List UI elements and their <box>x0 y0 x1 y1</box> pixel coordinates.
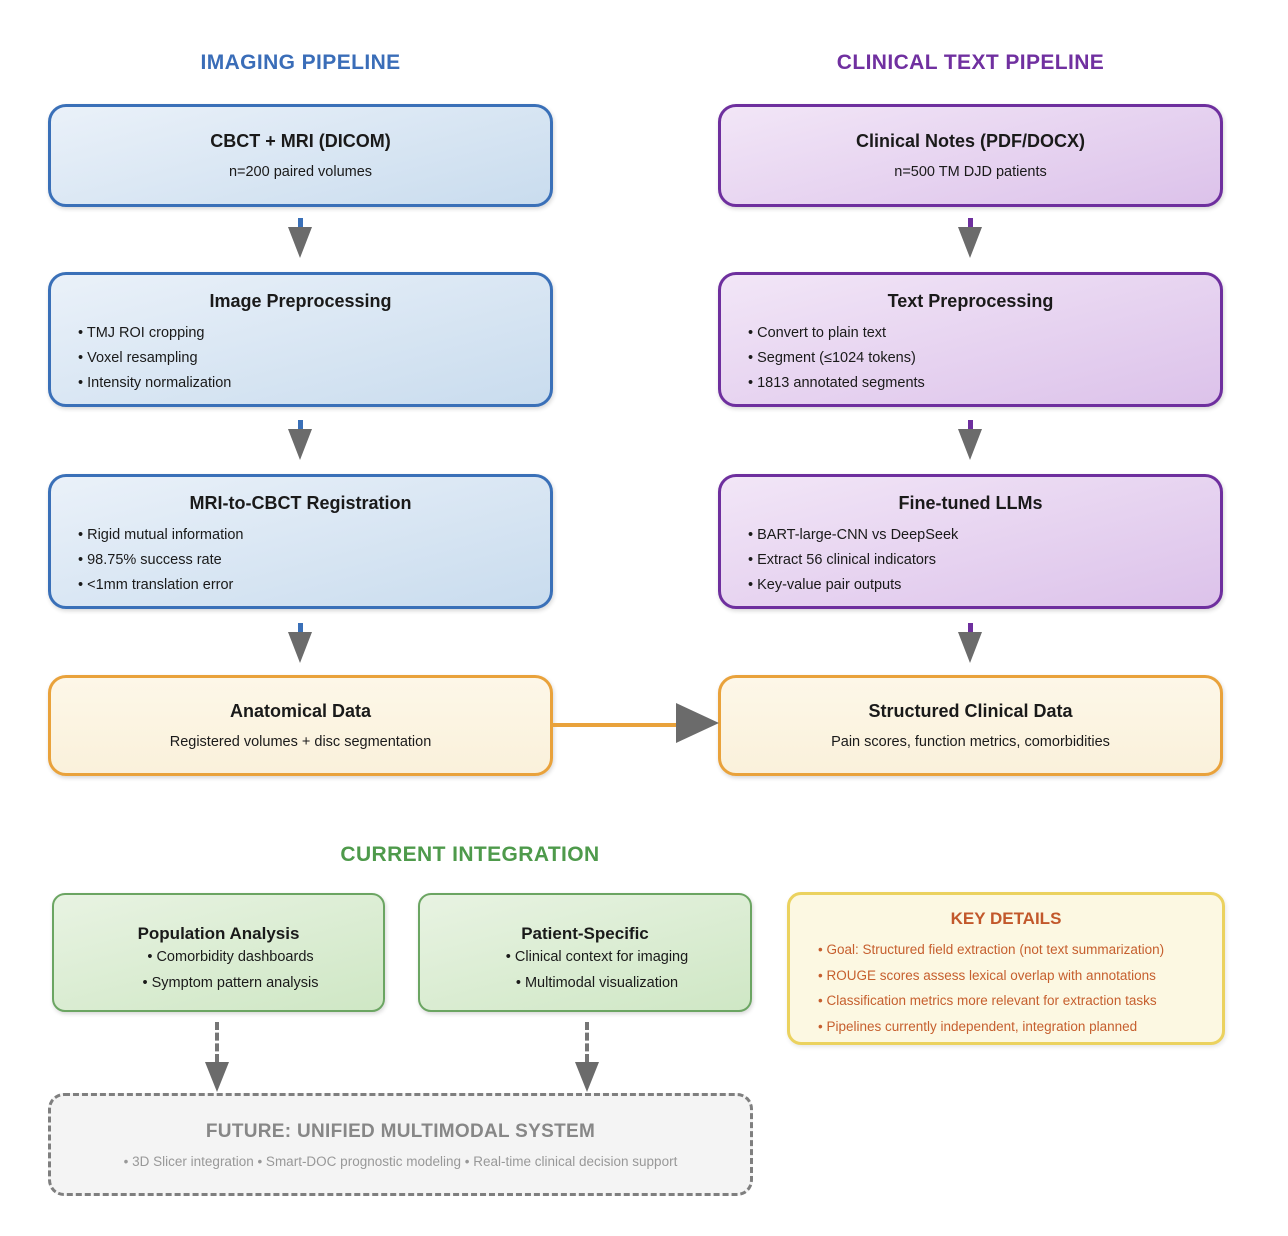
bullet-item: • 98.75% success rate <box>78 552 222 568</box>
imaging-flow-arrow-1 <box>288 218 312 258</box>
future-title: FUTURE: UNIFIED MULTIMODAL SYSTEM <box>205 1120 596 1142</box>
bullet-item: • Intensity normalization <box>78 375 232 391</box>
population-analysis-box: Population Analysis • Comorbidity dashbo… <box>52 893 385 1012</box>
bullet-item: • TMJ ROI cropping <box>78 325 205 341</box>
registration-box: MRI-to-CBCT Registration • Rigid mutual … <box>48 474 553 609</box>
arrow-stub <box>297 218 303 227</box>
bullet-item: • Pipelines currently independent, integ… <box>818 1018 1138 1034</box>
dashed-line <box>585 1022 589 1062</box>
bullet-item: • Extract 56 clinical indicators <box>748 552 937 568</box>
bullet-item: • ROUGE scores assess lexical overlap wi… <box>818 967 1156 983</box>
bullet-item: • Clinical context for imaging <box>505 949 689 965</box>
bullet-item: • Goal: Structured field extraction (not… <box>818 942 1165 957</box>
box-title: Fine-tuned LLMs <box>898 493 1043 513</box>
box-subtitle: n=500 TM DJD patients <box>894 164 1047 180</box>
right-arrow-icon <box>676 703 719 743</box>
down-arrow-icon <box>288 429 312 460</box>
clinical-flow-arrow-2 <box>958 420 982 460</box>
imaging-flow-arrow-2 <box>288 420 312 460</box>
imaging-pipeline-header: IMAGING PIPELINE <box>200 51 401 74</box>
data-link-line <box>553 723 679 727</box>
down-arrow-icon <box>958 632 982 663</box>
bullet-item: • 1813 annotated segments <box>748 375 925 391</box>
box-title: Structured Clinical Data <box>868 701 1073 721</box>
box-title: Patient-Specific <box>521 924 649 943</box>
box-title: Text Preprocessing <box>887 291 1054 311</box>
box-title: CBCT + MRI (DICOM) <box>210 131 391 151</box>
bullet-item: • Segment (≤1024 tokens) <box>748 350 916 366</box>
key-details-title: KEY DETAILS <box>950 909 1062 928</box>
clinical-notes-input-box: Clinical Notes (PDF/DOCX) n=500 TM DJD p… <box>718 104 1223 207</box>
box-title: MRI-to-CBCT Registration <box>189 493 412 513</box>
box-title: Population Analysis <box>137 924 300 943</box>
future-system-box: FUTURE: UNIFIED MULTIMODAL SYSTEM • 3D S… <box>48 1093 753 1196</box>
clinical-flow-arrow-1 <box>958 218 982 258</box>
arrow-stub <box>967 420 973 429</box>
bullet-item: • Comorbidity dashboards <box>147 949 314 965</box>
arrow-stub <box>297 623 303 632</box>
bullet-item: • Key-value pair outputs <box>748 577 902 593</box>
box-subtitle: n=200 paired volumes <box>228 164 373 180</box>
bullet-item: • BART-large-CNN vs DeepSeek <box>748 527 959 543</box>
bullet-item: • Voxel resampling <box>78 350 198 366</box>
box-title: Image Preprocessing <box>209 291 392 311</box>
bullet-item: • Convert to plain text <box>748 325 887 341</box>
clinical-pipeline-header: CLINICAL TEXT PIPELINE <box>836 51 1105 74</box>
box-title: Anatomical Data <box>229 701 372 721</box>
current-integration-header: CURRENT INTEGRATION <box>340 843 600 866</box>
bullet-item: • Classification metrics more relevant f… <box>818 993 1157 1008</box>
patient-specific-box: Patient-Specific • Clinical context for … <box>418 893 752 1012</box>
image-preprocessing-box: Image Preprocessing • TMJ ROI cropping •… <box>48 272 553 407</box>
bullet-item: • Multimodal visualization <box>515 975 679 991</box>
fine-tuned-llms-box: Fine-tuned LLMs • BART-large-CNN vs Deep… <box>718 474 1223 609</box>
future-dashed-arrow-right <box>574 1022 600 1092</box>
anatomical-data-box: Anatomical Data Registered volumes + dis… <box>48 675 553 776</box>
down-arrow-icon <box>205 1062 229 1092</box>
box-subtitle: Pain scores, function metrics, comorbidi… <box>831 734 1110 750</box>
down-arrow-icon <box>958 227 982 258</box>
bullet-item: • <1mm translation error <box>78 577 234 593</box>
down-arrow-icon <box>575 1062 599 1092</box>
bullet-item: • Symptom pattern analysis <box>142 975 319 991</box>
arrow-stub <box>967 623 973 632</box>
down-arrow-icon <box>958 429 982 460</box>
future-dashed-arrow-left <box>204 1022 230 1092</box>
arrow-stub <box>967 218 973 227</box>
box-subtitle: Registered volumes + disc segmentation <box>169 734 432 750</box>
imaging-flow-arrow-3 <box>288 623 312 663</box>
text-preprocessing-box: Text Preprocessing • Convert to plain te… <box>718 272 1223 407</box>
dashed-line <box>215 1022 219 1062</box>
future-subtitle: • 3D Slicer integration • Smart-DOC prog… <box>123 1153 678 1169</box>
clinical-flow-arrow-3 <box>958 623 982 663</box>
bullet-item: • Rigid mutual information <box>78 527 244 543</box>
box-title: Clinical Notes (PDF/DOCX) <box>855 131 1086 151</box>
down-arrow-icon <box>288 227 312 258</box>
arrow-stub <box>297 420 303 429</box>
down-arrow-icon <box>288 632 312 663</box>
cbct-mri-input-box: CBCT + MRI (DICOM) n=200 paired volumes <box>48 104 553 207</box>
structured-clinical-data-box: Structured Clinical Data Pain scores, fu… <box>718 675 1223 776</box>
key-details-box: KEY DETAILS • Goal: Structured field ext… <box>787 892 1225 1045</box>
